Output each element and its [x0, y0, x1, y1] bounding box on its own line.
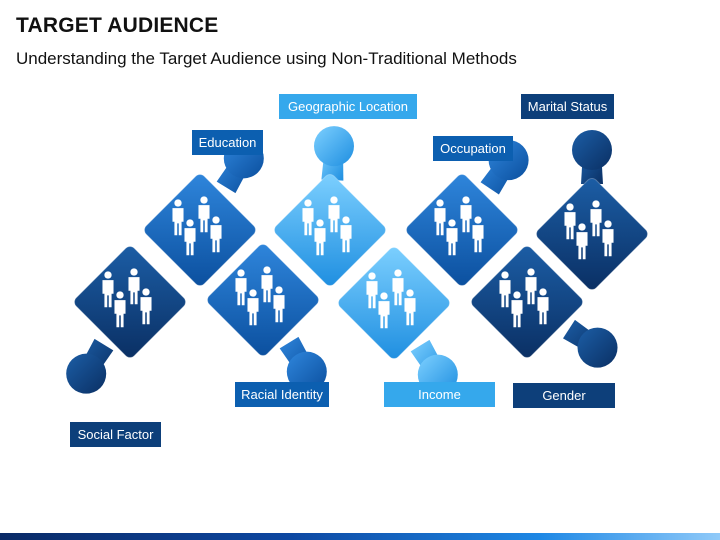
- puzzle-tab-knob: [577, 327, 618, 368]
- puzzle-diamond: [274, 174, 386, 286]
- label-marital-status: Marital Status: [521, 94, 614, 119]
- puzzle-diamond: [338, 247, 450, 359]
- puzzle-tab-knob: [286, 351, 327, 392]
- puzzle-diamond: [406, 174, 518, 286]
- label-education: Education: [192, 130, 263, 155]
- label-geographic-location: Geographic Location: [279, 94, 417, 119]
- label-racial-identity: Racial Identity: [235, 382, 329, 407]
- slide-title: TARGET AUDIENCE: [16, 14, 219, 37]
- puzzle-diamond: [144, 174, 256, 286]
- puzzle-piece-geographic-location: [274, 126, 386, 286]
- puzzle-diamond: [207, 244, 319, 356]
- label-gender: Gender: [513, 383, 615, 408]
- puzzle-tab-knob: [313, 126, 354, 167]
- bottom-accent-bar: [0, 533, 720, 540]
- label-social-factor: Social Factor: [70, 422, 161, 447]
- puzzle-tab-knob: [572, 130, 612, 170]
- puzzle-diamond: [471, 246, 583, 358]
- puzzle-piece-racial-identity: [207, 244, 327, 392]
- label-income: Income: [384, 382, 495, 407]
- puzzle-tab-knob: [66, 353, 107, 394]
- puzzle-diamond: [536, 178, 648, 290]
- slide-subtitle: Understanding the Target Audience using …: [16, 49, 517, 68]
- puzzle-piece-income: [338, 247, 458, 395]
- label-occupation: Occupation: [433, 136, 513, 161]
- puzzle-piece-occupation: [406, 140, 529, 286]
- puzzle-piece-marital-status: [536, 130, 648, 290]
- puzzle-piece-gender: [471, 246, 618, 368]
- puzzle-piece-social-factor: [66, 246, 186, 394]
- puzzle-diamond: [74, 246, 186, 358]
